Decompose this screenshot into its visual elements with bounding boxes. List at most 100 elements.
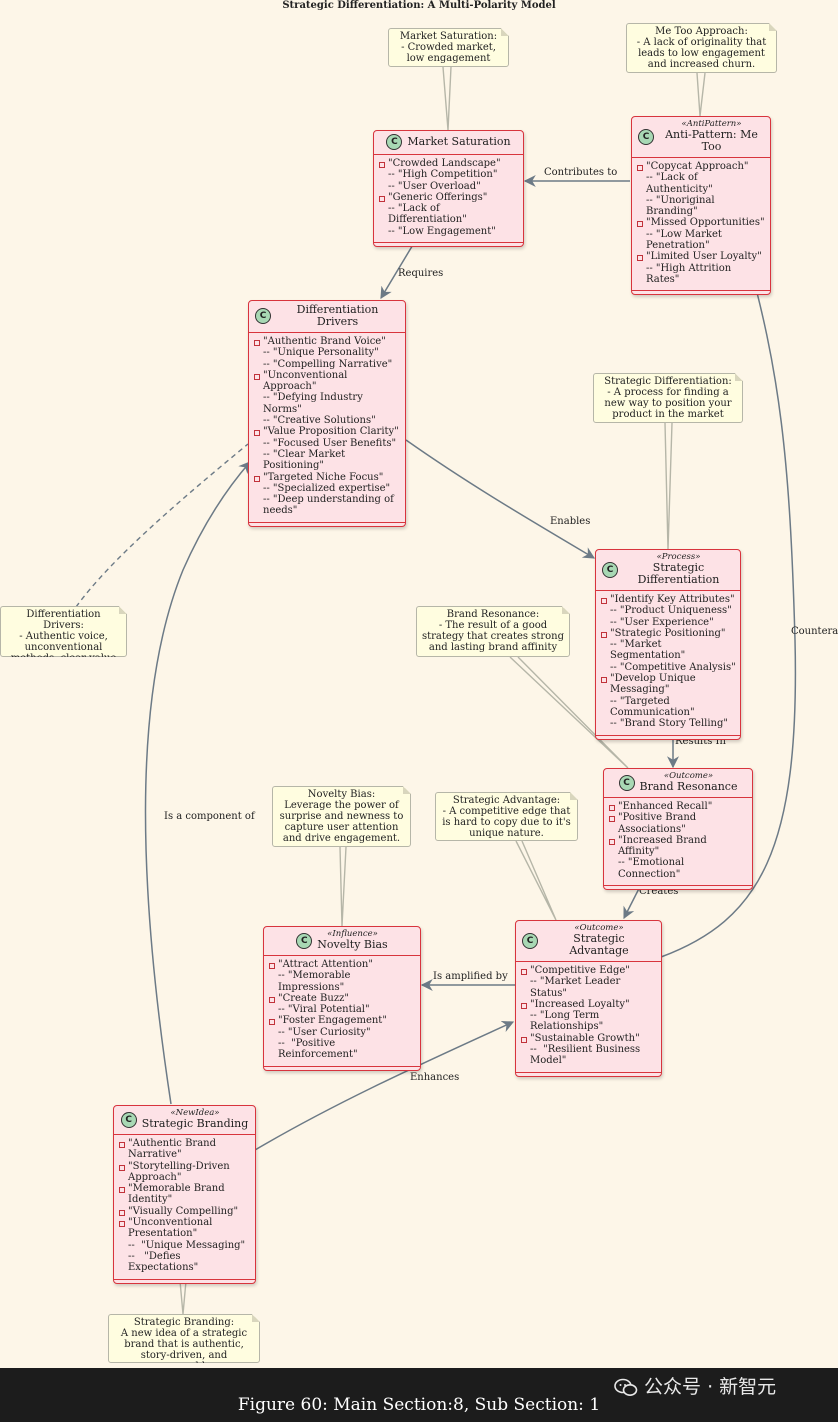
class-sub-attribute: -- "Specialized expertise" (263, 482, 391, 494)
class-name: Novelty Bias (317, 938, 388, 951)
class-attribute: "Create Buzz" (268, 993, 416, 1004)
class-stereotype: «Process» (656, 552, 701, 562)
class-name: Strategic Differentiation (637, 561, 720, 586)
class-attribute: "Increased Loyalty" (520, 999, 657, 1010)
class-attribute: "Sustainable Growth" (520, 1033, 657, 1044)
class-body: "Enhanced Recall""Positive Brand Associa… (604, 798, 752, 887)
note-connector-novelty-bias (339, 846, 347, 927)
class-strategic-branding: C «NewIdea»Strategic Branding "Authentic B… (113, 1105, 256, 1284)
class-methods (516, 1073, 661, 1076)
class-name: Anti-Pattern: Me Too (665, 128, 758, 153)
class-sub-attribute: -- "Lack of Authenticity" (646, 172, 713, 195)
class-header: C Market Saturation (374, 131, 523, 155)
class-attribute: "Crowded Landscape" (378, 158, 519, 169)
edge-label-requires: Requires (398, 268, 444, 279)
class-attribute: "Value Proposition Clarity" (253, 426, 401, 437)
class-names: «NewIdea»Strategic Branding (142, 1109, 249, 1130)
class-sub-attribute: -- "Compelling Narrative" (263, 358, 393, 370)
class-sub-attribute: -- "Creative Solutions" (263, 415, 376, 427)
class-attribute: "Unconventional Presentation" (118, 1217, 251, 1240)
class-names: «AntiPattern»Anti-Pattern: Me Too (659, 120, 764, 153)
class-sub-attribute: -- "Clear Market Positioning" (263, 448, 346, 472)
class-name: Brand Resonance (639, 780, 738, 793)
note-connector-me-too (696, 72, 706, 117)
class-sub-attribute: -- "Unique Messaging" (128, 1239, 246, 1251)
class-name: Strategic Advantage (569, 932, 629, 957)
class-brand-resonance: C «Outcome»Brand Resonance "Enhanced Recal… (603, 768, 753, 891)
class-header: C Differentiation Drivers (249, 301, 405, 333)
class-attribute: "Limited User Loyalty" (636, 251, 766, 262)
class-attribute: "Positive Brand Associations" (608, 812, 748, 835)
class-sub-attribute: -- "Positive Reinforcement" (278, 1038, 358, 1061)
note-connector-strategic-advantage (515, 840, 557, 921)
watermark-text: 公众号 · 新智元 (644, 1376, 777, 1398)
class-name: Strategic Branding (141, 1117, 249, 1130)
class-name: Differentiation Drivers (296, 303, 379, 328)
edge-label-contributes-to: Contributes to (544, 167, 618, 178)
class-badge-icon: C (618, 774, 635, 791)
class-attribute: "Develop Unique Messaging" (600, 673, 736, 696)
class-sub-attribute: -- "Market Segmentation" (610, 639, 686, 662)
class-sub-attribute: -- "Memorable Impressions" (278, 970, 354, 993)
class-names: «Outcome»Strategic Advantage (543, 924, 655, 957)
class-names: «Outcome»Brand Resonance (640, 772, 738, 793)
edge-label-enables: Enables (550, 516, 591, 527)
class-body: "Authentic Brand Narrative""Storytelling… (114, 1135, 255, 1280)
note-connector-strategic-differentiation (664, 422, 673, 551)
class-header: C «NewIdea»Strategic Branding (114, 1106, 255, 1135)
class-methods (596, 736, 740, 739)
class-attribute: "Storytelling-Driven Approach" (118, 1161, 251, 1184)
class-badge-icon: C (638, 128, 654, 145)
class-attribute: "Foster Engagement" (268, 1015, 416, 1026)
edge-label-results-in: Results In (675, 736, 726, 747)
class-methods (632, 291, 770, 294)
class-stereotype: «AntiPattern» (681, 119, 742, 129)
class-methods (114, 1280, 255, 1283)
class-sub-attribute: -- "Resilient Business Model" (530, 1044, 641, 1067)
class-header: C «Outcome»Strategic Advantage (516, 921, 661, 962)
class-sub-attribute: -- "Unoriginal Branding" (646, 194, 718, 218)
class-attribute: "Attract Attention" (268, 959, 416, 970)
class-sub-attribute: -- "Deep understanding of needs" (263, 494, 394, 517)
class-methods (604, 886, 752, 889)
class-body: "Copycat Approach"-- "Lack of Authentici… (632, 158, 770, 292)
class-sub-attribute: -- "High Attrition Rates" (646, 262, 735, 285)
class-sub-attribute: -- "User Experience" (610, 616, 714, 628)
wechat-icon (614, 1378, 638, 1396)
note-connector-market-saturation (442, 66, 452, 131)
class-sub-attribute: -- "User Curiosity" (278, 1026, 371, 1038)
class-stereotype: «NewIdea» (170, 1108, 220, 1118)
class-body: "Crowded Landscape"-- "High Competition"… (374, 155, 523, 244)
class-sub-attribute: -- "User Overload" (388, 180, 481, 192)
class-badge-icon: C (120, 1111, 137, 1128)
class-header: C «AntiPattern»Anti-Pattern: Me Too (632, 117, 770, 158)
class-attribute: "Unconventional Approach" (253, 370, 401, 393)
class-sub-attribute: -- "High Competition" (388, 169, 498, 181)
class-attribute: "Missed Opportunities" (636, 217, 766, 228)
class-names: Market Saturation (407, 136, 510, 148)
class-strategic-advantage: C «Outcome»Strategic Advantage "Competitiv… (515, 920, 662, 1077)
edge-label-creates: Creates (639, 886, 679, 897)
watermark: 公众号 · 新智元 (614, 1374, 776, 1400)
class-names: «Process»Strategic Differentiation (623, 553, 734, 586)
class-body: "Identify Key Attributes"-- "Product Uni… (596, 591, 740, 736)
class-sub-attribute: -- "Emotional Connection" (618, 857, 688, 880)
class-header: C «Outcome»Brand Resonance (604, 769, 752, 798)
class-badge-icon: C (386, 134, 403, 150)
class-sub-attribute: -- "Product Uniqueness" (610, 605, 732, 617)
class-attribute: "Competitive Edge" (520, 965, 657, 976)
class-badge-icon: C (522, 932, 538, 949)
edge-is-a-component-of-line (144, 461, 251, 1105)
edge-label-is-amplified-by: Is amplified by (433, 971, 508, 982)
class-badge-icon: C (255, 308, 271, 324)
class-sub-attribute: -- "Defying Industry Norms" (263, 392, 367, 415)
class-badge-icon: C (602, 561, 618, 578)
figure-caption: Figure 60: Main Section:8, Sub Section: … (237, 1395, 601, 1415)
class-attribute: "Increased Brand Affinity" (608, 835, 748, 858)
class-attribute: "Visually Compelling" (118, 1206, 251, 1217)
note-me-too: Me Too Approach: - A lack of originality… (626, 23, 777, 73)
class-anti-pattern-me-too: C «AntiPattern»Anti-Pattern: Me Too "Copyc… (631, 116, 771, 296)
class-header: C «Process»Strategic Differentiation (596, 550, 740, 591)
